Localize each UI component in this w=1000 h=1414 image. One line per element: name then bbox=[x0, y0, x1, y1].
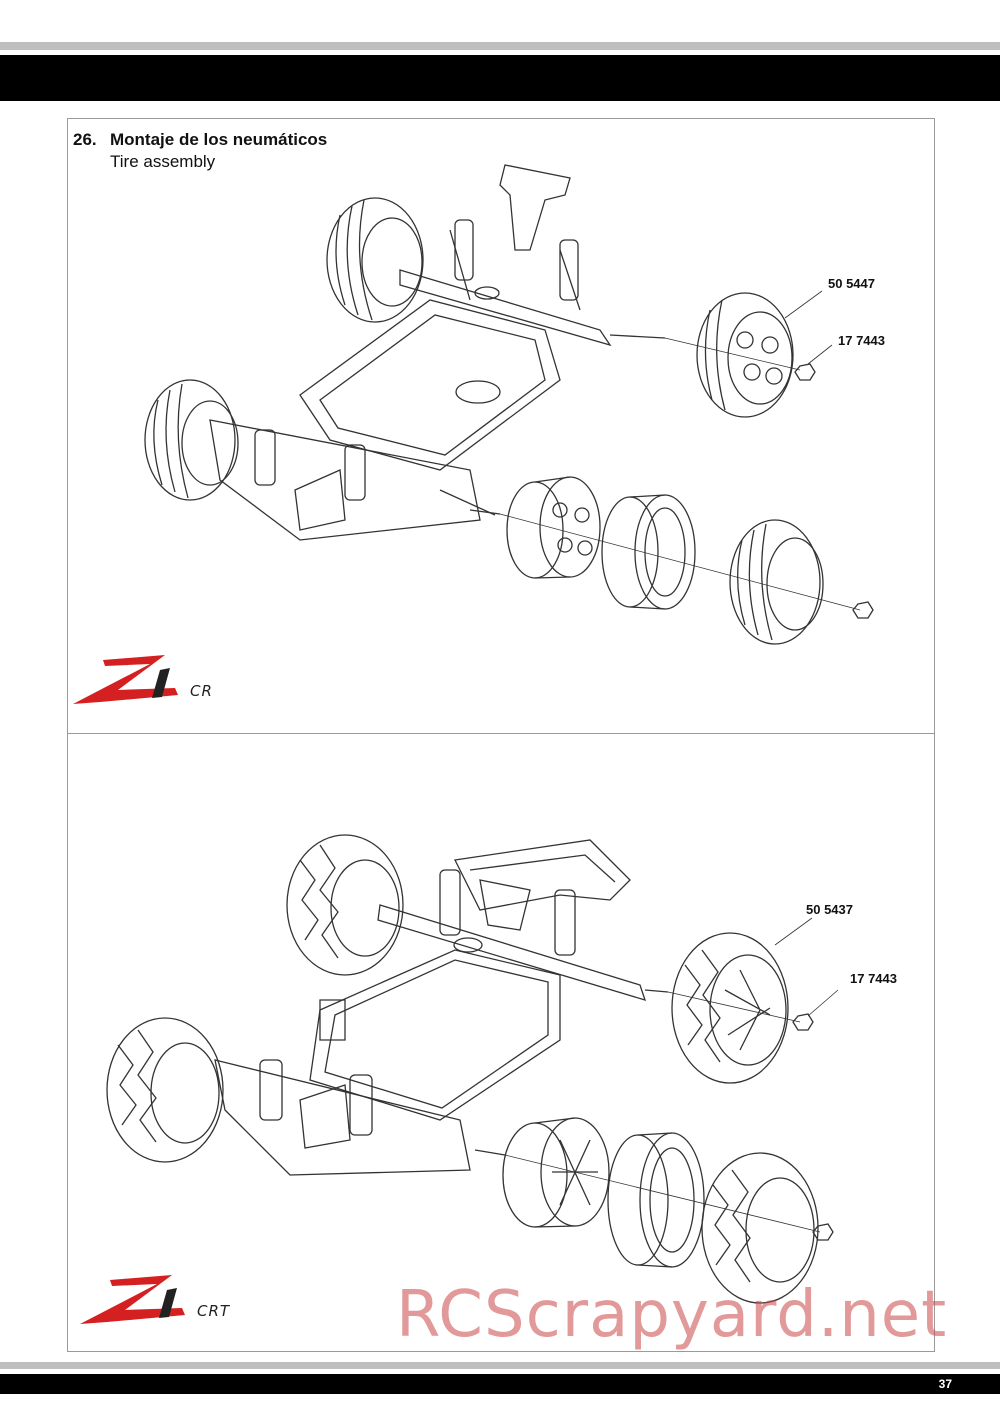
crt-chassis-drawing bbox=[214, 839, 669, 1176]
cr-wheel-exploded bbox=[506, 476, 601, 579]
bottom-rule bbox=[0, 1362, 1000, 1369]
part-label-nut-crt: 17 7443 bbox=[850, 971, 897, 986]
content-frame bbox=[67, 118, 935, 1352]
cr-chassis-drawing bbox=[209, 164, 666, 541]
top-rule bbox=[0, 42, 1000, 50]
watermark: RCScrapyard.net bbox=[396, 1278, 948, 1352]
cr-nut-top bbox=[794, 363, 816, 381]
crt-nut-top bbox=[792, 1013, 814, 1031]
cr-tire-exploded bbox=[729, 519, 824, 645]
part-label-nut-cr: 17 7443 bbox=[838, 333, 885, 348]
crt-tire-front-left bbox=[106, 1017, 224, 1163]
cr-tire-rear-left bbox=[326, 197, 424, 323]
z18cr-logo-graphic bbox=[73, 655, 178, 704]
part-label-rear-tire-crt: 50 5437 bbox=[806, 902, 853, 917]
page-number: 37 bbox=[938, 1377, 952, 1391]
panel-divider bbox=[67, 733, 935, 734]
crt-wheel-exploded bbox=[502, 1117, 610, 1228]
step-number: 26. bbox=[73, 130, 97, 149]
z18crt-logo-graphic bbox=[80, 1275, 185, 1324]
cr-tire-rear-right bbox=[696, 292, 794, 418]
crt-tire-rear-right bbox=[671, 932, 789, 1084]
part-label-rear-tire-cr: 50 5447 bbox=[828, 276, 875, 291]
step-title-spanish: Montaje de los neumáticos bbox=[110, 130, 328, 149]
z18cr-logo-suffix: CR bbox=[190, 682, 213, 700]
z18crt-logo-suffix: CRT bbox=[197, 1302, 231, 1320]
cr-nut-bottom bbox=[852, 601, 874, 619]
footer-bar bbox=[0, 1374, 1000, 1394]
cr-tire-front-left bbox=[144, 379, 239, 501]
crt-tire-rear-left bbox=[286, 834, 404, 976]
step-title-english: Tire assembly bbox=[110, 152, 216, 171]
cr-foam-insert bbox=[601, 494, 696, 610]
header-bar bbox=[0, 55, 1000, 101]
crt-nut-bottom bbox=[812, 1223, 834, 1241]
crt-foam-insert bbox=[607, 1132, 705, 1268]
